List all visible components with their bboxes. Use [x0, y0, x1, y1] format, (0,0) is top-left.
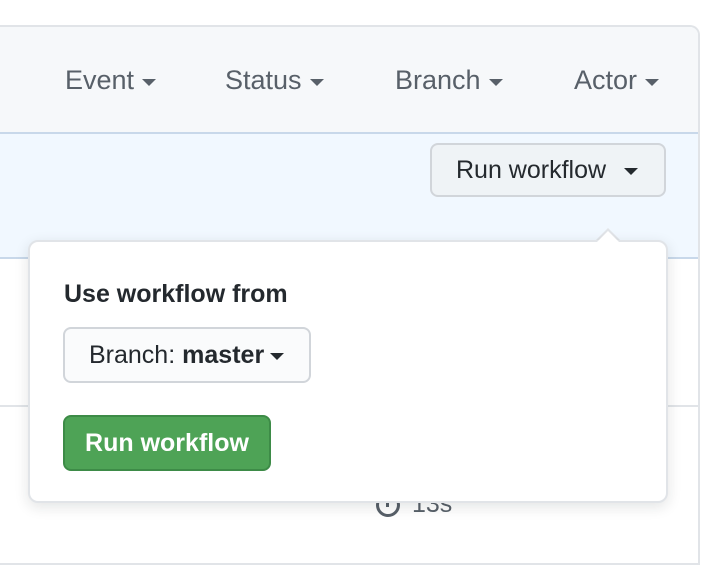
- caret-down-icon: [309, 78, 324, 86]
- run-workflow-submit-button[interactable]: Run workflow: [63, 415, 271, 471]
- event-filter-dropdown[interactable]: Event: [65, 65, 157, 96]
- event-filter-label: Event: [65, 65, 135, 95]
- caret-down-icon: [270, 353, 285, 360]
- branch-select-button[interactable]: Branch: master: [63, 327, 311, 383]
- run-workflow-dropdown-label: Run workflow: [456, 155, 607, 184]
- branch-select-prefix: Branch:: [89, 340, 176, 369]
- status-filter-dropdown[interactable]: Status: [225, 65, 324, 96]
- actor-filter-dropdown[interactable]: Actor: [574, 65, 660, 96]
- status-filter-label: Status: [225, 65, 302, 95]
- caret-down-icon: [488, 78, 503, 86]
- caret-down-icon: [142, 78, 157, 86]
- actor-filter-label: Actor: [574, 65, 638, 95]
- caret-down-icon: [645, 78, 660, 86]
- run-workflow-dropdown-button[interactable]: Run workflow: [430, 143, 666, 197]
- branch-filter-dropdown[interactable]: Branch: [395, 65, 503, 96]
- popover-title: Use workflow from: [64, 280, 288, 308]
- branch-filter-label: Branch: [395, 65, 481, 95]
- popover-arrow-fill: [596, 231, 620, 243]
- filter-bar: Event Status Branch Actor: [0, 27, 698, 134]
- run-workflow-popover: Use workflow from Branch: master Run wor…: [28, 240, 668, 503]
- branch-select-value: master: [182, 340, 265, 369]
- caret-down-icon: [624, 168, 639, 175]
